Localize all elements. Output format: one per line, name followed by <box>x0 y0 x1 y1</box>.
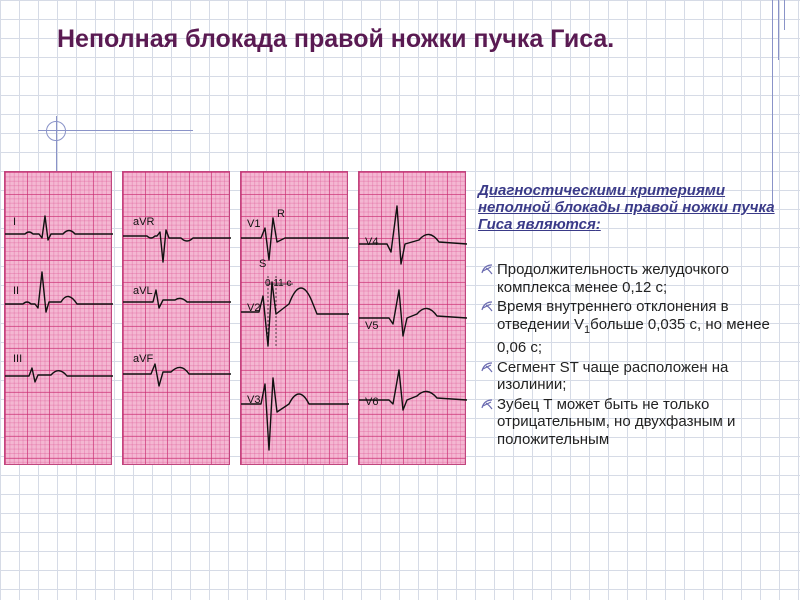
slide-title: Неполная блокада правой ножки пучка Гиса… <box>57 25 615 53</box>
ecg-trace-lead-v5 <box>359 289 467 337</box>
list-item: Время внутреннего отклонения в отведении… <box>478 298 778 357</box>
lead-label-avl: aVL <box>133 285 153 297</box>
lead-label-iii: III <box>13 353 23 365</box>
annotation-r-wave: R <box>277 208 285 220</box>
decor-vertical-line <box>56 116 57 172</box>
ecg-traces-limb <box>5 215 113 383</box>
lead-label-v2: V2 <box>247 302 261 314</box>
ecg-trace-lead-avl <box>123 289 231 309</box>
ecg-panel-chest-leads-v1-v3: V1 V2 V3 R S 0,11 c <box>240 171 349 465</box>
criteria-heading-text: Диагностическими критериями неполной бло… <box>478 182 775 233</box>
ecg-trace-lead-v2 <box>241 281 349 347</box>
criteria-item-text: Сегмент ST чаще расположен на изолинии; <box>497 358 729 394</box>
criteria-list: Продолжительность желудочкого комплекса … <box>478 261 778 448</box>
decor-circle <box>46 121 66 141</box>
criteria-item-text: Время внутреннего отклонения в отведении… <box>497 298 729 333</box>
criteria-item-text: Продолжительность желудочкого комплекса … <box>497 261 729 296</box>
list-item: Сегмент ST чаще расположен на изолинии; <box>478 359 778 394</box>
lead-label-avf: aVF <box>133 353 154 365</box>
lead-label-i: I <box>13 216 17 228</box>
ecg-traces-v4-v6 <box>359 205 467 411</box>
decor-right-line <box>778 0 779 60</box>
ecg-traces-v1-v3 <box>241 217 349 451</box>
scroll-bullet-icon <box>481 398 493 409</box>
ecg-traces-augmented <box>123 229 231 387</box>
ecg-trace-lead-iii <box>5 367 113 383</box>
scroll-bullet-icon <box>481 264 493 275</box>
ecg-trace-lead-v6 <box>359 369 467 411</box>
list-item: Зубец Т может быть не только отрицательн… <box>478 396 778 449</box>
annotation-interval: 0,11 c <box>265 278 292 289</box>
lead-label-v4: V4 <box>365 236 379 248</box>
criteria-heading-colon: : <box>595 216 601 233</box>
lead-label-v6: V6 <box>365 396 379 408</box>
lead-label-v3: V3 <box>247 394 261 406</box>
scroll-bullet-icon <box>481 301 493 312</box>
lead-label-ii: II <box>13 285 20 297</box>
criteria-item-text: больше 0,035 с, но менее 0,06 с; <box>497 315 770 357</box>
ecg-trace-lead-i <box>5 215 113 241</box>
ecg-panel-augmented-leads: aVR aVL aVF <box>122 171 231 465</box>
ecg-trace-lead-v3 <box>241 377 349 451</box>
annotation-s-wave: S <box>259 258 267 270</box>
criteria-item-text: Зубец Т может быть не только отрицательн… <box>497 395 736 448</box>
scroll-bullet-icon <box>481 361 493 372</box>
ecg-panel-limb-leads: I II III <box>4 171 113 465</box>
ecg-trace-lead-v4 <box>359 205 467 265</box>
decor-right-line <box>772 0 773 208</box>
criteria-item-subscript: 1 <box>584 323 591 336</box>
decor-right-line <box>784 0 785 30</box>
ecg-panel-chest-leads-v4-v6: V4 V5 V6 <box>358 171 467 465</box>
lead-label-v1: V1 <box>247 218 261 230</box>
lead-label-avr: aVR <box>133 216 155 228</box>
criteria-block: Диагностическими критериями неполной бло… <box>478 182 778 450</box>
ecg-trace-lead-ii <box>5 271 113 313</box>
list-item: Продолжительность желудочкого комплекса … <box>478 261 778 296</box>
decor-horizontal-line <box>38 130 193 131</box>
ecg-trace-lead-v1 <box>241 217 349 261</box>
lead-label-v5: V5 <box>365 320 379 332</box>
ecg-trace-lead-avr <box>123 229 231 263</box>
ecg-trace-lead-avf <box>123 363 231 387</box>
criteria-heading: Диагностическими критериями неполной бло… <box>478 182 778 233</box>
